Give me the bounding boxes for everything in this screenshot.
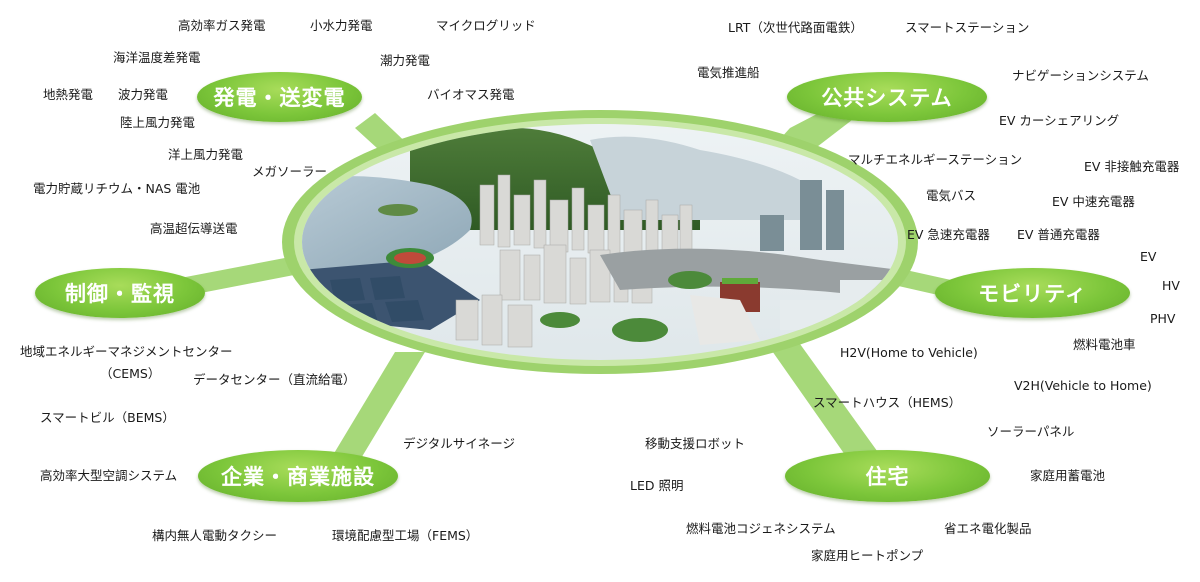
category-control: 制御・監視 (35, 268, 205, 318)
item-ev-quick-charger: EV 急速充電器 (907, 227, 990, 242)
item-lrt: LRT（次世代路面電鉄） (728, 20, 863, 35)
item-cems-abbr: （CEMS） (100, 366, 161, 381)
item-cems: 地域エネルギーマネジメントセンター (20, 344, 233, 359)
item-onshore-wind: 陸上風力発電 (120, 115, 196, 130)
item-power-storage: 電力貯蔵リチウム・NAS 電池 (33, 181, 201, 196)
item-offshore-wind: 洋上風力発電 (168, 147, 244, 162)
item-fuel-cell-cogen: 燃料電池コジェネシステム (686, 521, 836, 536)
item-phv: PHV (1150, 311, 1176, 326)
category-public: 公共システム (787, 72, 987, 122)
category-mobility: モビリティ (935, 268, 1130, 318)
item-superconducting: 高温超伝導送電 (150, 221, 238, 236)
category-power: 発電・送変電 (197, 72, 362, 122)
item-ev-wireless-charger: EV 非接触充電器 (1084, 159, 1180, 174)
item-ev: EV (1140, 249, 1157, 264)
item-electric-ship: 電気推進船 (697, 65, 760, 80)
category-business: 企業・商業施設 (198, 450, 398, 502)
item-fems: 環境配慮型工場（FEMS） (332, 528, 479, 543)
spoke-housing (770, 344, 880, 462)
item-ev-carsharing: EV カーシェアリング (999, 113, 1120, 128)
item-navigation-system: ナビゲーションシステム (1012, 68, 1149, 83)
item-ev-mid-charger: EV 中速充電器 (1052, 194, 1135, 209)
item-solar-panel: ソーラーパネル (987, 424, 1075, 439)
spoke-control (170, 252, 320, 298)
item-energy-saving-appliance: 省エネ電化製品 (944, 521, 1032, 536)
item-multi-energy-station: マルチエネルギーステーション (848, 152, 1023, 167)
item-microgrid: マイクログリッド (436, 18, 536, 33)
item-v2h: V2H(Vehicle to Home) (1014, 378, 1152, 393)
item-smart-house: スマートハウス（HEMS） (813, 395, 962, 410)
item-hvac-system: 高効率大型空調システム (40, 468, 178, 483)
item-hv: HV (1162, 278, 1180, 293)
item-digital-signage: デジタルサイネージ (403, 436, 516, 451)
category-housing: 住宅 (785, 450, 990, 502)
item-geothermal: 地熱発電 (43, 87, 94, 102)
item-small-hydro: 小水力発電 (310, 18, 373, 33)
item-tidal-power: 潮力発電 (380, 53, 431, 68)
item-ocean-thermal: 海洋温度差発電 (113, 50, 201, 65)
item-gas-power: 高効率ガス発電 (178, 18, 266, 33)
item-ev-normal-charger: EV 普通充電器 (1017, 227, 1100, 242)
item-fuel-cell-car: 燃料電池車 (1073, 337, 1136, 352)
item-h2v: H2V(Home to Vehicle) (840, 345, 978, 360)
item-home-battery: 家庭用蓄電池 (1030, 468, 1106, 483)
item-led-lighting: LED 照明 (630, 478, 684, 493)
item-data-center: データセンター（直流給電） (193, 372, 356, 387)
item-smart-building: スマートビル（BEMS） (40, 410, 175, 425)
item-mobility-robot: 移動支援ロボット (645, 436, 746, 451)
item-biomass: バイオマス発電 (427, 87, 515, 102)
item-electric-bus: 電気バス (926, 188, 977, 203)
item-wave-power: 波力発電 (118, 87, 169, 102)
item-smart-station: スマートステーション (905, 20, 1030, 35)
item-heat-pump: 家庭用ヒートポンプ (811, 548, 924, 563)
item-autonomous-taxi: 構内無人電動タクシー (152, 528, 278, 543)
spoke-business (330, 352, 425, 460)
item-mega-solar: メガソーラー (252, 164, 328, 179)
